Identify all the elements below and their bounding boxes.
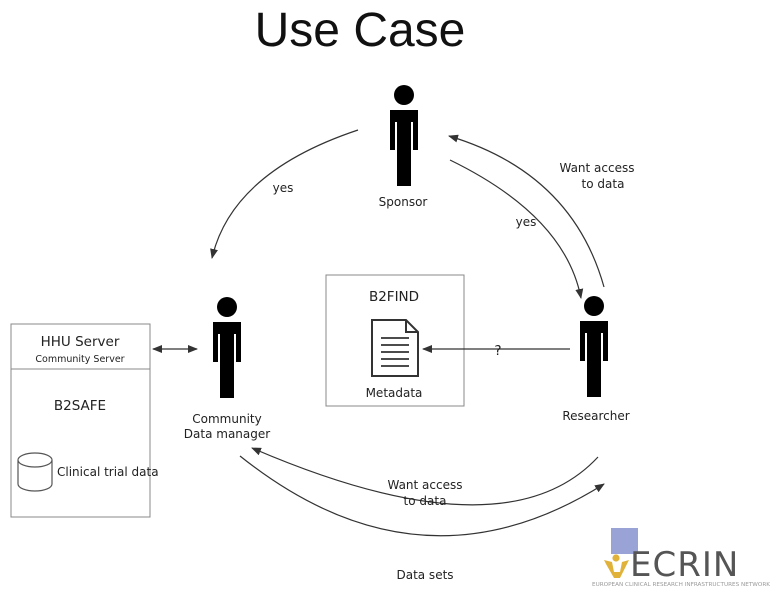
- sponsor-label: Sponsor: [379, 195, 428, 209]
- b2find-title: B2FIND: [369, 289, 419, 305]
- sponsor-to-manager-arrow: [210, 129, 359, 259]
- data-manager-label-line1: Community: [192, 412, 261, 426]
- database-icon: [17, 452, 53, 492]
- clinical-data-label: Clinical trial data: [57, 465, 159, 479]
- manager-request-arrow: [251, 447, 599, 506]
- server-subtitle: Community Server: [35, 354, 124, 365]
- data-manager-person-icon: [213, 297, 241, 398]
- manager-request-label-line1: Want access: [387, 478, 462, 492]
- sponsor-to-researcher-label: yes: [516, 215, 537, 229]
- researcher-request-label-line2: to data: [582, 177, 625, 191]
- manager-request-label-line2: to data: [404, 494, 447, 508]
- sponsor-to-manager-label: yes: [273, 181, 294, 195]
- b2find-box: B2FIND Metadata: [325, 274, 465, 407]
- sponsor-person-icon: [390, 85, 418, 186]
- search-query-label: ?: [494, 343, 501, 359]
- data-manager-label-line2: Data manager: [184, 427, 270, 441]
- server-title: HHU Server: [41, 334, 120, 350]
- logo-wordmark: ECRIN: [630, 545, 739, 585]
- metadata-label: Metadata: [366, 386, 423, 400]
- researcher-label: Researcher: [562, 409, 629, 423]
- researcher-request-label-line1: Want access: [559, 161, 634, 175]
- logo-square-icon: [611, 528, 638, 554]
- sponsor-to-researcher-arrow: [449, 159, 584, 299]
- page-title: Use Case: [255, 4, 466, 57]
- data-sets-arrow: [239, 455, 605, 537]
- logo-tagline: EUROPEAN CLINICAL RESEARCH INFRASTRUCTUR…: [592, 582, 771, 588]
- hhu-server-box: HHU Server Community Server B2SAFE Clini…: [10, 323, 159, 518]
- ecrin-logo: ECRIN EUROPEAN CLINICAL RESEARCH INFRAST…: [592, 528, 771, 588]
- data-sets-label: Data sets: [396, 568, 453, 582]
- researcher-request-arrow: [448, 134, 605, 288]
- b2safe-label: B2SAFE: [54, 398, 106, 414]
- logo-figure-icon: [604, 554, 629, 578]
- document-icon: [371, 319, 419, 377]
- researcher-person-icon: [580, 296, 608, 397]
